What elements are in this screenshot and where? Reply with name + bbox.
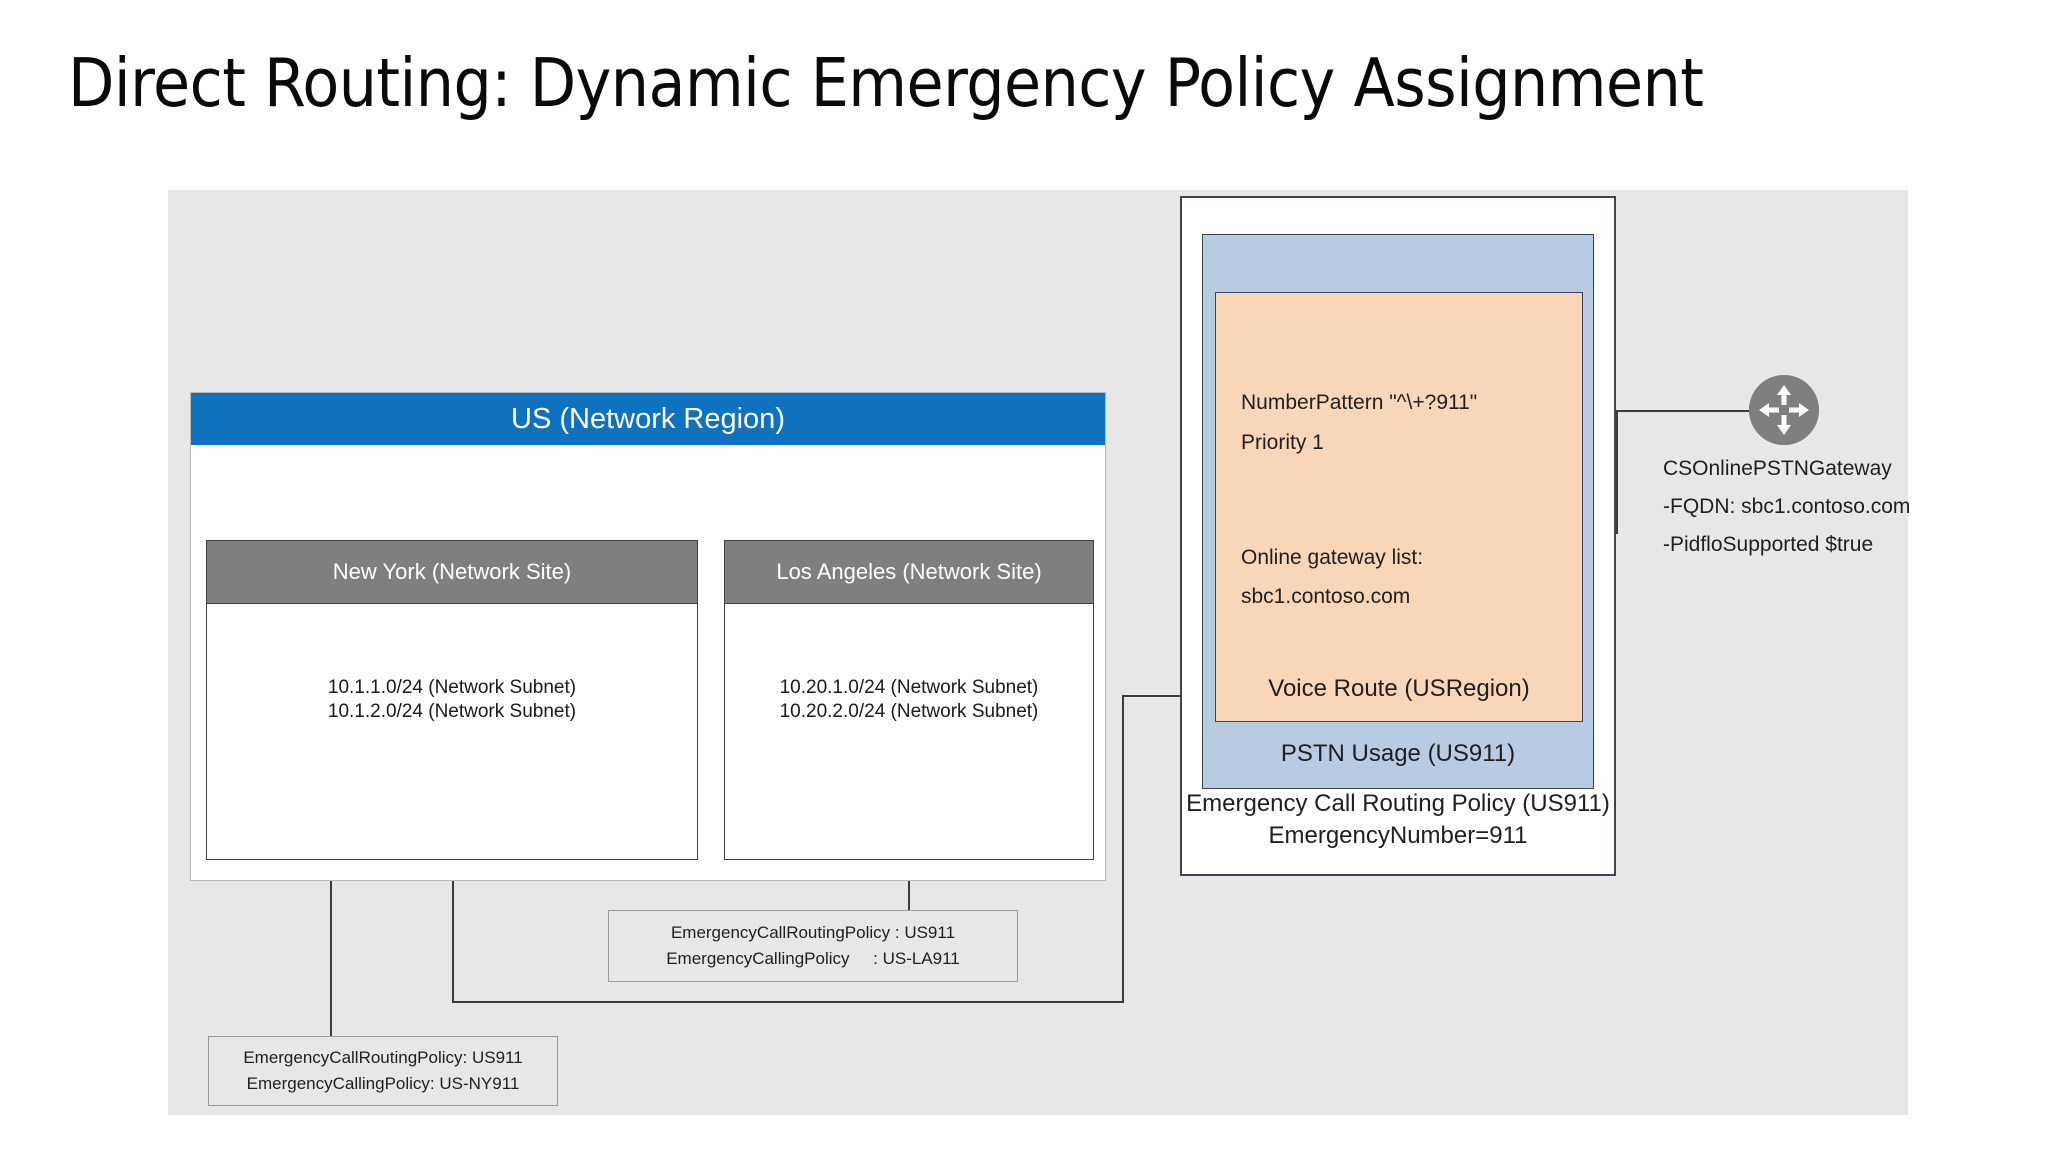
network-region-header: US (Network Region)	[191, 393, 1105, 445]
subnet-line: 10.1.2.0/24 (Network Subnet)	[327, 701, 577, 722]
connector-la-callout-horizontal	[452, 1001, 1124, 1003]
callout-line: EmergencyCallRoutingPolicy: US911	[243, 1048, 523, 1067]
connector-gateway-vertical	[1616, 410, 1618, 534]
voice-route-box[interactable]: NumberPattern "^\+?911" Priority 1 Onlin…	[1215, 292, 1583, 722]
pstn-usage-title: PSTN Usage (US911)	[1280, 740, 1516, 767]
callout-new-york[interactable]: EmergencyCallRoutingPolicy: US911 Emerge…	[208, 1036, 558, 1106]
voice-route-priority: Priority 1	[1241, 431, 1324, 454]
callout-line: EmergencyCallingPolicy : US-LA911	[666, 949, 960, 968]
subnet-line: 10.20.1.0/24 (Network Subnet)	[779, 677, 1039, 698]
connector-gateway-horizontal	[1616, 410, 1754, 412]
site-body-los-angeles: 10.20.1.0/24 (Network Subnet) 10.20.2.0/…	[725, 604, 1093, 724]
callout-line: EmergencyCallingPolicy: US-NY911	[246, 1074, 520, 1093]
network-site-los-angeles[interactable]: Los Angeles (Network Site) 10.20.1.0/24 …	[724, 540, 1094, 860]
voice-route-gateway: sbc1.contoso.com	[1241, 585, 1411, 608]
site-header-los-angeles: Los Angeles (Network Site)	[725, 541, 1093, 604]
connector-la-callout-vertical-left	[452, 860, 454, 1003]
emergency-call-routing-policy-box[interactable]: NumberPattern "^\+?911" Priority 1 Onlin…	[1180, 196, 1616, 876]
page-title: Direct Routing: Dynamic Emergency Policy…	[68, 44, 1704, 122]
pstn-usage-box[interactable]: NumberPattern "^\+?911" Priority 1 Onlin…	[1202, 234, 1594, 789]
gateway-name: CSOnlinePSTNGateway	[1663, 457, 1892, 480]
gateway-fqdn: -FQDN: sbc1.contoso.com	[1663, 495, 1911, 518]
network-site-new-york[interactable]: New York (Network Site) 10.1.1.0/24 (Net…	[206, 540, 698, 860]
subnet-line: 10.1.1.0/24 (Network Subnet)	[327, 677, 577, 698]
site-body-new-york: 10.1.1.0/24 (Network Subnet) 10.1.2.0/24…	[207, 604, 697, 724]
voice-route-number-pattern: NumberPattern "^\+?911"	[1241, 391, 1478, 414]
connector-ny-vertical	[330, 860, 332, 1036]
router-icon	[1749, 375, 1819, 445]
emergency-call-routing-policy-label: Emergency Call Routing Policy (US911) Em…	[1186, 790, 1610, 849]
callout-los-angeles[interactable]: EmergencyCallRoutingPolicy : US911 Emerg…	[608, 910, 1018, 982]
site-header-new-york: New York (Network Site)	[207, 541, 697, 604]
connector-policy-horizontal	[1122, 695, 1182, 697]
voice-route-gateway-list-label: Online gateway list:	[1241, 546, 1424, 569]
voice-route-title: Voice Route (USRegion)	[1268, 675, 1530, 702]
subnet-line: 10.20.2.0/24 (Network Subnet)	[779, 701, 1039, 722]
connector-la-site-vertical	[908, 860, 910, 910]
gateway-labels: CSOnlinePSTNGateway -FQDN: sbc1.contoso.…	[1663, 450, 1993, 564]
gateway-pidflo: -PidfloSupported $true	[1663, 533, 1874, 556]
callout-line: EmergencyCallRoutingPolicy : US911	[670, 923, 956, 942]
connector-la-callout-vertical-right	[1122, 695, 1124, 1003]
